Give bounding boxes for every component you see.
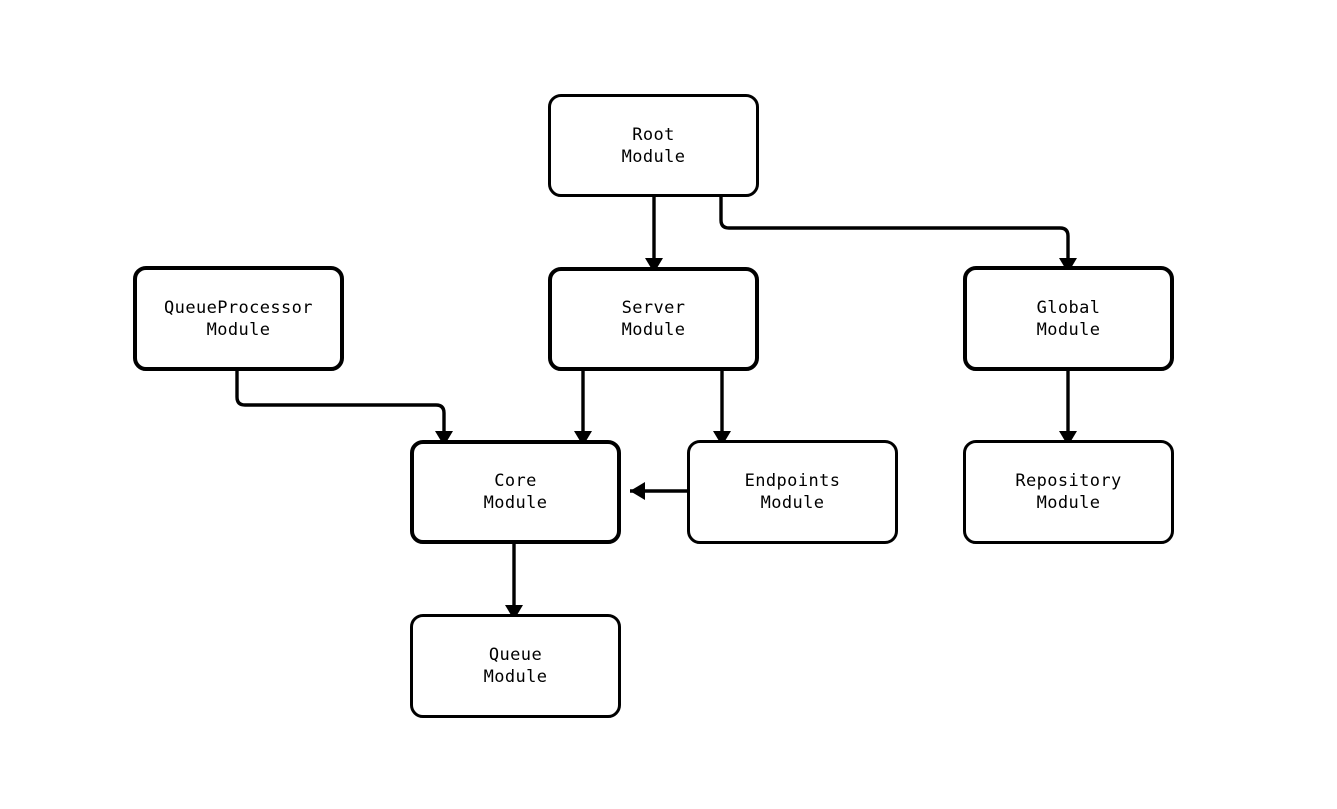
node-server-module-line-1: Server	[621, 298, 686, 318]
node-root-module-line-2: Module	[621, 146, 686, 167]
node-queueprocessor-module-line-2: Module	[206, 319, 271, 340]
node-queueprocessor-module-line-1: QueueProcessor	[164, 297, 313, 318]
node-core-module[interactable]: Core Module	[410, 440, 621, 544]
node-repository-module-line-2: Module	[1036, 493, 1101, 513]
arrowhead-root-server	[645, 258, 663, 273]
node-root-module[interactable]: Root Module	[548, 94, 759, 197]
node-queue-module-line-2: Module	[483, 667, 548, 687]
node-root-module-line-1: Root	[632, 124, 675, 145]
node-endpoints-module-line-2: Module	[760, 493, 825, 513]
node-core-module-line-1: Core	[494, 471, 537, 491]
node-global-module-line-1: Global	[1036, 297, 1101, 318]
arrowhead-endpoints-core	[630, 482, 645, 500]
node-endpoints-module[interactable]: Endpoints Module	[687, 440, 898, 544]
node-core-module-line-2: Module	[483, 493, 548, 513]
node-repository-module[interactable]: Repository Module	[963, 440, 1174, 544]
node-queueprocessor-module[interactable]: QueueProcessor Module	[133, 266, 344, 371]
node-global-module-line-2: Module	[1036, 319, 1101, 340]
arrowhead-root-global	[1059, 258, 1077, 273]
arrowhead-server-endpoints	[713, 431, 731, 446]
node-server-module[interactable]: Server Module	[548, 267, 759, 371]
edge-root-global	[719, 197, 1070, 258]
node-server-module-line-2: Module	[621, 320, 686, 340]
arrowhead-global-repository	[1059, 431, 1077, 446]
node-repository-module-line-1: Repository	[1015, 471, 1122, 491]
arrowhead-queueprocessor-core	[435, 431, 453, 446]
node-queue-module-line-1: Queue	[488, 645, 543, 665]
edge-queueprocessor-core	[235, 371, 446, 431]
arrowhead-server-core	[574, 431, 592, 446]
node-global-module[interactable]: Global Module	[963, 266, 1174, 371]
arrowhead-core-queue	[505, 605, 523, 620]
node-queue-module[interactable]: Queue Module	[410, 614, 621, 718]
node-endpoints-module-line-1: Endpoints	[744, 471, 841, 491]
